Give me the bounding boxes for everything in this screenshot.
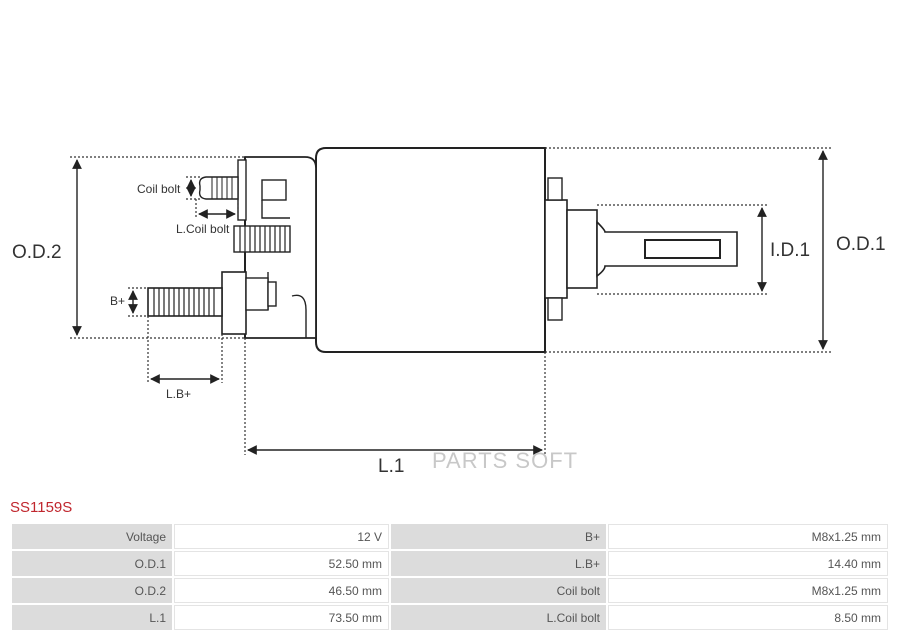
table-row: Voltage 12 V B+ M8x1.25 mm [12, 524, 888, 549]
coil-stud [233, 225, 291, 253]
spec-value: 73.50 mm [174, 605, 389, 630]
solenoid-drawing: O.D.2 O.D.1 I.D.1 L.1 Coil bolt L.Coil b… [12, 147, 886, 477]
spec-value: 52.50 mm [174, 551, 389, 576]
b-plus-terminal [147, 271, 277, 335]
spec-value: 14.40 mm [608, 551, 888, 576]
spec-label: Voltage [12, 524, 172, 549]
od2-label: O.D.2 [12, 242, 62, 263]
spec-label: O.D.2 [12, 578, 172, 603]
part-number: SS1159S [10, 499, 73, 516]
id1-label: I.D.1 [770, 240, 810, 261]
coil-bolt-label: Coil bolt [137, 182, 181, 196]
spec-label: Coil bolt [391, 578, 606, 603]
od1-label: O.D.1 [836, 234, 886, 255]
spec-label: L.B+ [391, 551, 606, 576]
spec-label: O.D.1 [12, 551, 172, 576]
l-coil-bolt-label: L.Coil bolt [176, 222, 230, 236]
b-plus-label: B+ [110, 294, 125, 308]
table-row: O.D.1 52.50 mm L.B+ 14.40 mm [12, 551, 888, 576]
spec-label: L.Coil bolt [391, 605, 606, 630]
spec-label: B+ [391, 524, 606, 549]
spec-value: M8x1.25 mm [608, 524, 888, 549]
table-row: L.1 73.50 mm L.Coil bolt 8.50 mm [12, 605, 888, 630]
plunger [544, 177, 738, 321]
spec-value: M8x1.25 mm [608, 578, 888, 603]
solenoid-body [315, 147, 546, 353]
table-row: O.D.2 46.50 mm Coil bolt M8x1.25 mm [12, 578, 888, 603]
spec-label: L.1 [12, 605, 172, 630]
specs-table: Voltage 12 V B+ M8x1.25 mm O.D.1 52.50 m… [10, 522, 890, 632]
l1-label: L.1 [378, 456, 404, 477]
coil-bolt-terminal [198, 159, 247, 221]
watermark: PARTS SOFT [432, 448, 579, 473]
spec-value: 8.50 mm [608, 605, 888, 630]
spec-value: 12 V [174, 524, 389, 549]
spec-value: 46.50 mm [174, 578, 389, 603]
lb-plus-label: L.B+ [166, 387, 191, 401]
